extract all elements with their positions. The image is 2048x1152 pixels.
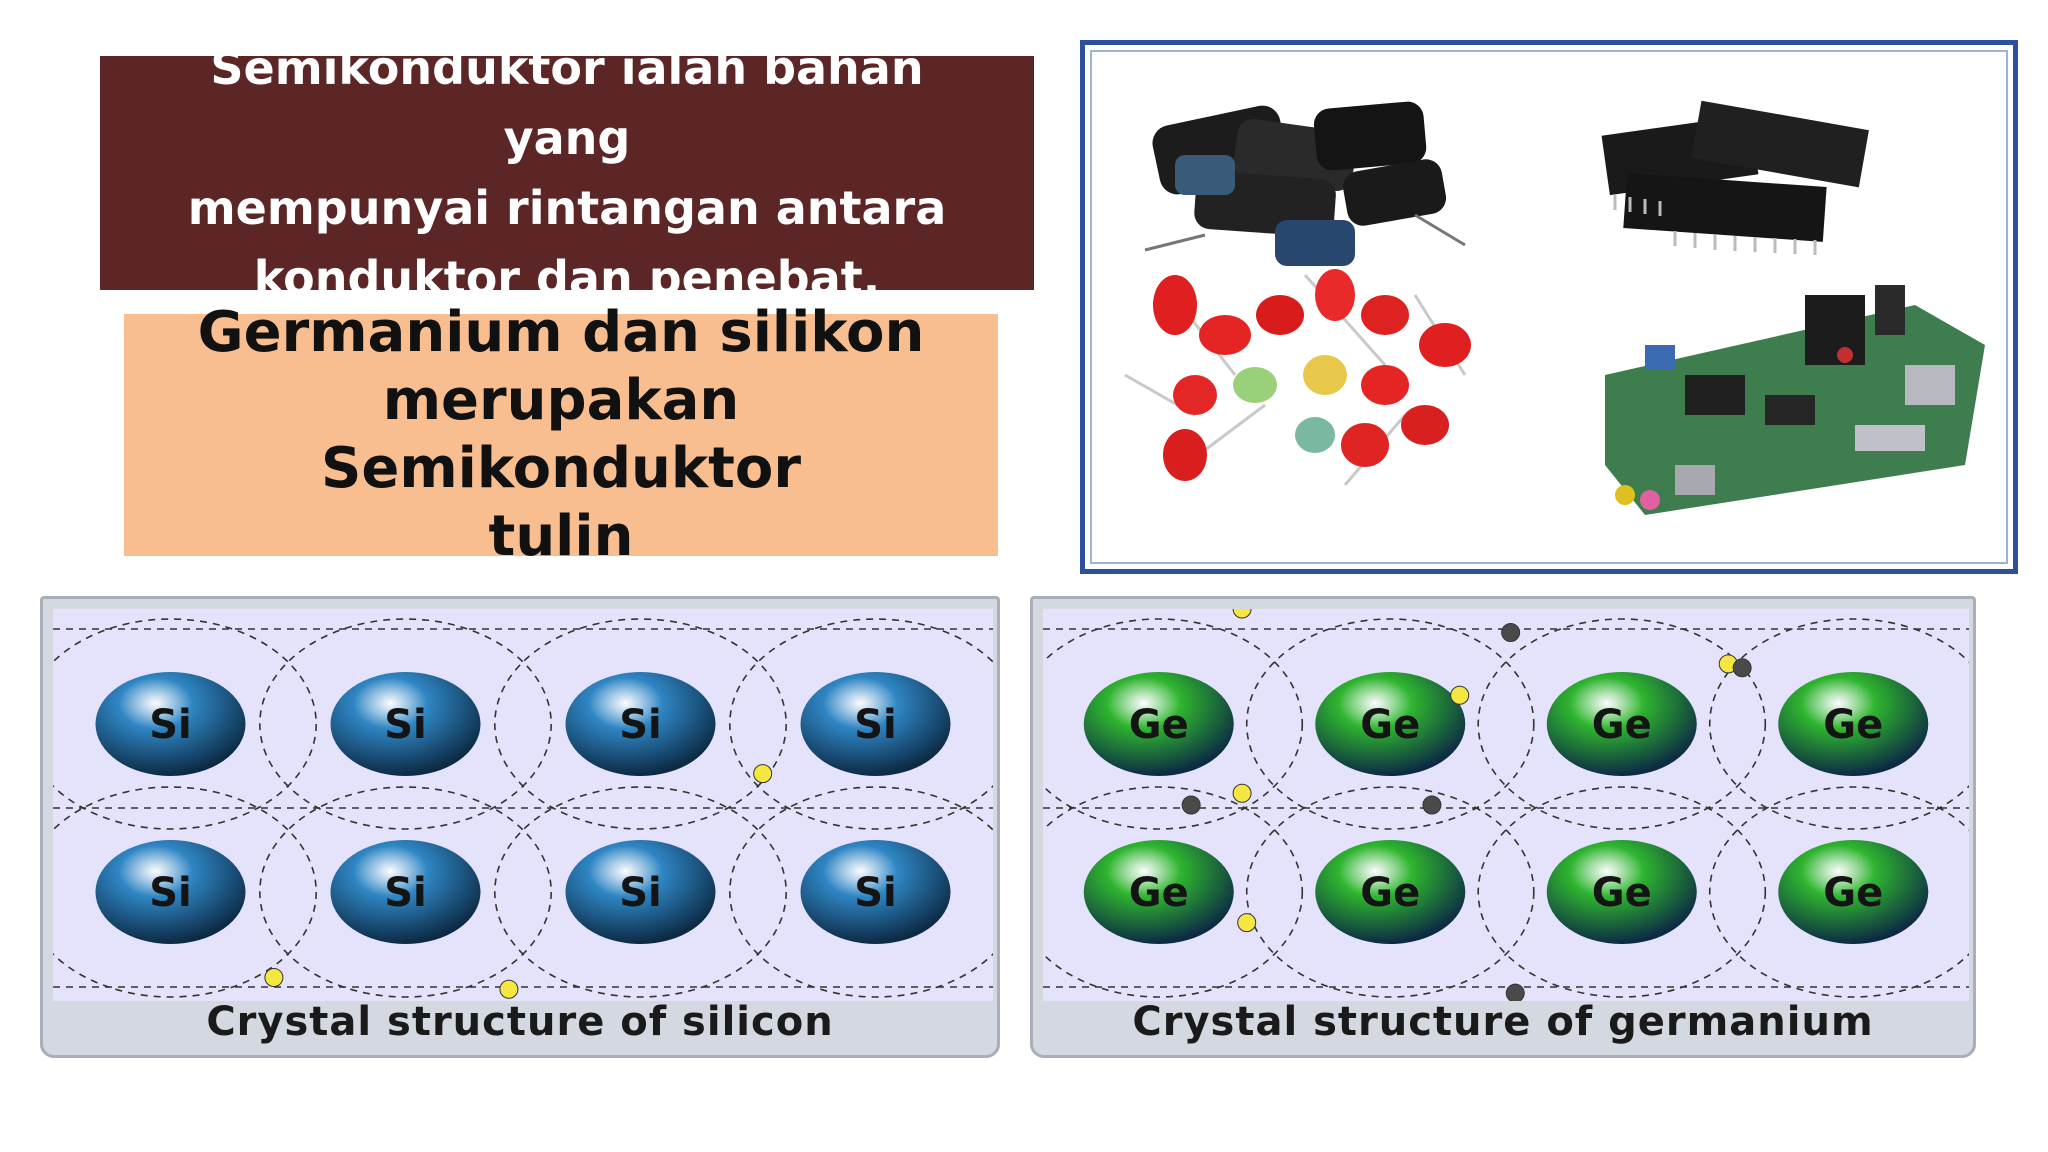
- atom-label: Si: [854, 870, 897, 916]
- components-photo-panel: [1080, 40, 2018, 574]
- atom: [95, 672, 246, 776]
- atom: [1778, 672, 1929, 776]
- hole: [1505, 983, 1525, 1001]
- atom: [565, 840, 716, 944]
- bond-orbit: [1043, 618, 1304, 830]
- bond-orbit: [259, 618, 552, 830]
- statement-line: Germanium dan silikon: [197, 300, 925, 365]
- definition-line: Semikonduktor ialah bahan yang: [210, 41, 924, 165]
- atom: [800, 672, 951, 776]
- atom-label: Ge: [1592, 702, 1652, 748]
- atom-label: Ge: [1129, 702, 1189, 748]
- hole: [1181, 795, 1201, 815]
- bond-orbit: [259, 786, 552, 998]
- definition-line: konduktor dan penebat.: [253, 251, 881, 305]
- atom: [1546, 672, 1697, 776]
- atom-label: Ge: [1823, 870, 1883, 916]
- atom-label: Si: [384, 870, 427, 916]
- atom: [1083, 672, 1234, 776]
- atom: [1315, 840, 1466, 944]
- atom: [1546, 840, 1697, 944]
- atom: [330, 672, 481, 776]
- atom: [95, 840, 246, 944]
- atom: [330, 840, 481, 944]
- bond-orbit: [493, 786, 787, 998]
- circuit-board-icon: [1605, 285, 1985, 515]
- atom-label: Si: [619, 702, 662, 748]
- free-electron: [1232, 609, 1252, 619]
- free-electron: [499, 979, 519, 999]
- free-electron: [1232, 783, 1252, 803]
- definition-line: mempunyai rintangan antara: [187, 181, 947, 235]
- statement-box: Germanium dan silikon merupakan Semikond…: [124, 300, 998, 569]
- atom-label: Ge: [1360, 870, 1420, 916]
- atom-label: Si: [854, 702, 897, 748]
- hole: [1501, 623, 1521, 643]
- atom-label: Ge: [1592, 870, 1652, 916]
- atom: [800, 840, 951, 944]
- free-electron: [1237, 913, 1257, 933]
- atom-label: Ge: [1360, 702, 1420, 748]
- bond-orbit: [1708, 786, 1969, 998]
- atom-label: Si: [149, 870, 192, 916]
- bond-orbit: [1245, 618, 1535, 830]
- atom: [1083, 840, 1234, 944]
- atom-label: Ge: [1823, 702, 1883, 748]
- definition-box: Semikonduktor ialah bahan yang mempunyai…: [100, 41, 1034, 305]
- bond-orbit: [1245, 786, 1535, 998]
- atom-label: Ge: [1129, 870, 1189, 916]
- free-electron: [264, 967, 284, 987]
- bond-orbit: [493, 618, 787, 830]
- statement-line: tulin: [488, 504, 634, 569]
- hole: [1422, 795, 1442, 815]
- leds-icon: [1124, 269, 1471, 486]
- free-electron: [753, 764, 773, 784]
- bond-orbit: [1043, 786, 1304, 998]
- free-electron: [1450, 685, 1470, 705]
- hole: [1732, 658, 1752, 678]
- bond-orbit: [1477, 618, 1767, 830]
- germanium-caption: Crystal structure of germanium: [1132, 999, 1874, 1045]
- bond-orbit: [729, 786, 993, 998]
- bond-orbit: [729, 618, 993, 830]
- bond-orbit: [53, 618, 317, 830]
- atom-label: Si: [619, 870, 662, 916]
- atom-label: Si: [149, 702, 192, 748]
- bond-orbit: [1477, 786, 1767, 998]
- bond-orbit: [53, 786, 317, 998]
- components-photo: [1124, 100, 1985, 515]
- atom-label: Si: [384, 702, 427, 748]
- ic-chips-icon: [1601, 100, 1869, 255]
- capacitors-icon: [1144, 101, 1466, 266]
- atom: [1315, 672, 1466, 776]
- bond-orbit: [1708, 618, 1969, 830]
- atom: [1778, 840, 1929, 944]
- atom: [565, 672, 716, 776]
- statement-line: merupakan Semikonduktor: [321, 368, 801, 501]
- silicon-caption: Crystal structure of silicon: [206, 999, 834, 1045]
